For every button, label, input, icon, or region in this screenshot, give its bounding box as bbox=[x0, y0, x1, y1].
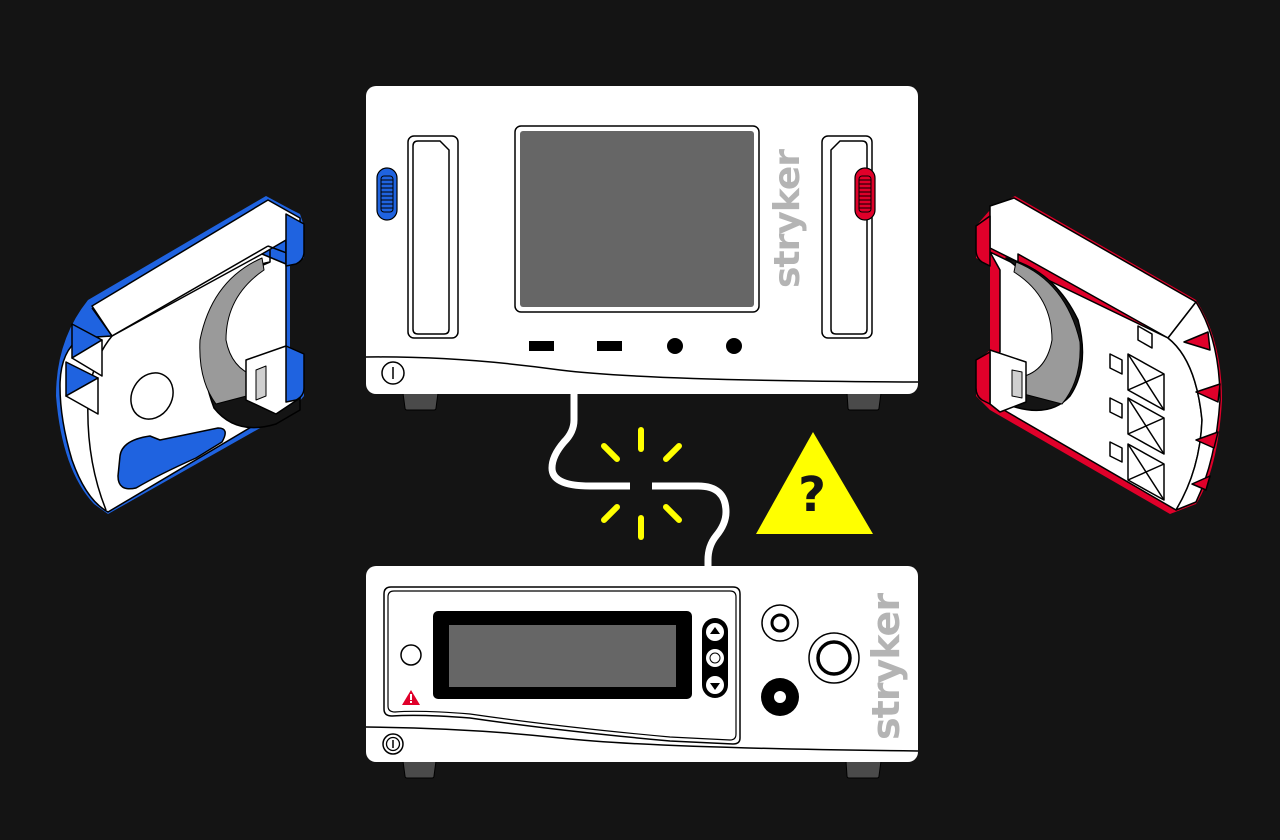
power-button[interactable] bbox=[381, 361, 405, 385]
round-button-2[interactable] bbox=[726, 338, 742, 354]
blue-port-grip bbox=[376, 167, 398, 221]
nav-up-button[interactable] bbox=[706, 623, 724, 641]
nav-down-button[interactable] bbox=[706, 676, 724, 694]
bottom-console bbox=[365, 566, 919, 779]
left-round-button[interactable] bbox=[400, 644, 422, 666]
rect-button-2[interactable] bbox=[597, 341, 622, 351]
right-module bbox=[975, 196, 1222, 514]
round-button-1[interactable] bbox=[667, 338, 683, 354]
warning-triangle-icon bbox=[756, 432, 873, 534]
left-module bbox=[56, 196, 305, 514]
top-console bbox=[365, 86, 919, 411]
rect-button-1[interactable] bbox=[529, 341, 554, 351]
nav-select-button[interactable] bbox=[706, 649, 724, 667]
small-connector[interactable] bbox=[761, 604, 799, 642]
cable bbox=[548, 394, 730, 570]
red-port-grip bbox=[854, 167, 876, 221]
alert-triangle-icon bbox=[402, 690, 420, 705]
question-mark: ? bbox=[798, 467, 826, 523]
spark-icon bbox=[601, 427, 682, 540]
black-connector[interactable] bbox=[761, 678, 799, 716]
stryker-logo-bottom: stryker bbox=[864, 593, 908, 740]
power-button[interactable] bbox=[382, 733, 404, 755]
stryker-logo-top: stryker bbox=[767, 149, 808, 288]
large-connector[interactable] bbox=[808, 632, 860, 684]
